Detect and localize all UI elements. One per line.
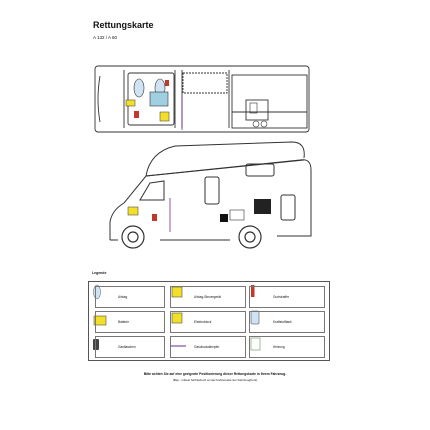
top-gas-bottles [249, 102, 268, 128]
footer-note: Bitte achten Sie auf eine geeignete Posi… [143, 372, 287, 376]
legend-cell: Elektroblock [170, 311, 246, 333]
footer-hint: (Bsp.: mittels Sichtschutz an der Fahrer… [172, 378, 258, 382]
legend-cell: Kraftstofftank [249, 311, 325, 333]
legend-label: Gasdruckdämpfer [194, 345, 220, 349]
legend-label: Airbag [118, 295, 128, 299]
seatbelt-tensioner-icon [251, 285, 255, 297]
vehicle-side-view [109, 141, 312, 241]
top-batteries [125, 80, 170, 122]
legend-label: Gurtstraffer [273, 295, 290, 299]
legend-label: Elektroblock [194, 320, 212, 324]
legend-label: Heizung [273, 345, 285, 349]
airbag-control-unit-icon [171, 286, 183, 298]
legend-label: Kraftstofftank [273, 320, 292, 324]
legend-title: Legende [92, 271, 107, 275]
legend-label: Batterie [118, 320, 129, 324]
battery-icon [93, 315, 107, 326]
page-title: Rettungskarte [93, 20, 154, 30]
legend-cell: Gurtstraffer [249, 286, 325, 308]
top-airbags [133, 78, 169, 107]
legend-cell: Gasdruckdämpfer [170, 336, 246, 358]
legend-label: Gasflaschen [118, 345, 136, 349]
side-components [127, 198, 271, 232]
model-code: A 132 / A 60 [93, 35, 118, 40]
legend-cell: Airbag-Steuergerät [170, 286, 246, 308]
legend-cell: Batterie [95, 311, 165, 333]
side-wheels [121, 225, 262, 249]
legend-cell: Gasflaschen [95, 336, 165, 358]
electro-block-icon [171, 312, 183, 324]
heater-icon [250, 337, 261, 351]
legend-cell: Heizung [249, 336, 325, 358]
legend-cell: Airbag [95, 286, 165, 308]
vehicle-top-view [94, 65, 310, 133]
gas-bottles-icon [93, 339, 99, 350]
legend-label: Airbag-Steuergerät [194, 295, 221, 299]
legend-table: Airbag Airbag-Steuergerät Gurtstraffer B… [88, 281, 330, 361]
